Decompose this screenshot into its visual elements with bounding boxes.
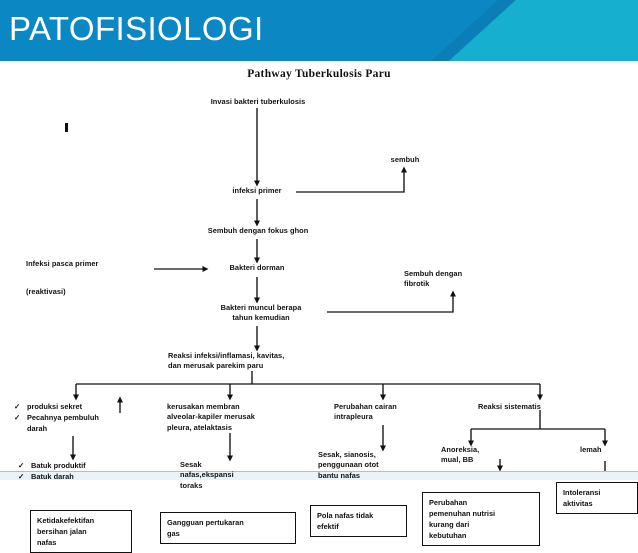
slide-header-banner: PATOFISIOLOGI bbox=[0, 0, 638, 61]
node-sesak-sianosis: Sesak, sianosis, penggunaan otot bantu n… bbox=[318, 450, 379, 480]
list-item-label: Batuk produktif bbox=[31, 461, 86, 470]
slide-bottom-strip bbox=[0, 471, 638, 480]
node-lemah: lemah bbox=[580, 445, 602, 454]
bullet-group-batuk: ✓ Batuk produktif ✓ Batuk darah bbox=[18, 460, 168, 482]
bullet-group-sekret: ✓ produksi sekret ✓ Pecahnya pembuluh da… bbox=[14, 401, 164, 434]
check-icon: ✓ bbox=[14, 402, 21, 411]
node-kerusakan-membran: kerusakan membran alveolar-kapiler merus… bbox=[167, 402, 255, 432]
connector-layer bbox=[69, 108, 609, 471]
stray-cursor-mark bbox=[65, 123, 68, 132]
node-bakteri-dorman: Bakteri dorman bbox=[229, 263, 285, 272]
node-sesak-nafas-ekspansi: Sesak nafas,ekspansi toraks bbox=[180, 460, 234, 490]
pathway-diagram: Pathway Tuberkulosis Paru bbox=[0, 61, 638, 553]
header-shape-left bbox=[0, 0, 515, 61]
page-title: PATOFISIOLOGI bbox=[9, 10, 264, 47]
box-perubahan-pemenuhan-nutrisi: Perubahan pemenuhan nutrisi kurang dari … bbox=[422, 492, 540, 546]
list-item-label: produksi sekret bbox=[27, 402, 83, 411]
diagram-title: Pathway Tuberkulosis Paru bbox=[247, 68, 391, 80]
list-item: ✓ produksi sekret bbox=[14, 401, 164, 412]
list-item-label: Batuk darah bbox=[31, 472, 74, 481]
node-bakteri-muncul: Bakteri muncul berapa tahun kemudian bbox=[220, 303, 302, 323]
node-sembuh: sembuh bbox=[390, 155, 420, 164]
node-sembuh-fokus-ghon: Sembuh dengan fokus ghon bbox=[207, 226, 309, 235]
check-icon: ✓ bbox=[14, 413, 21, 422]
list-item: ✓ Pecahnya pembuluh darah bbox=[14, 412, 164, 434]
node-reaksi-sistematis: Reaksi sistematis bbox=[478, 402, 541, 411]
node-sembuh-fibrotik: Sembuh dengan fibrotik bbox=[404, 269, 463, 289]
list-item: ✓ Batuk produktif bbox=[18, 460, 168, 471]
check-icon: ✓ bbox=[18, 461, 25, 470]
node-anoreksia: Anoreksia, mual, BB bbox=[441, 445, 480, 465]
node-reaksi-infeksi: Reaksi infeksi/inflamasi, kavitas, dan m… bbox=[168, 351, 285, 371]
list-item-label: Pecahnya pembuluh darah bbox=[27, 413, 99, 433]
check-icon: ✓ bbox=[18, 472, 25, 481]
node-perubahan-cairan: Perubahan cairan intrapleura bbox=[334, 402, 397, 422]
node-infeksi-primer: infeksi primer bbox=[232, 186, 282, 195]
box-ketidakefektifan-bersihan-jalan-nafas: Ketidakefektifan bersihan jalan nafas bbox=[30, 510, 132, 553]
node-invasi-bakteri: Invasi bakteri tuberkulosis bbox=[210, 97, 306, 106]
node-infeksi-pasca-primer: Infeksi pasca primer bbox=[26, 259, 99, 268]
box-intoleransi-aktivitas: Intoleransi aktivitas bbox=[556, 482, 638, 514]
node-reaktivasi: (reaktivasi) bbox=[26, 287, 66, 296]
list-item: ✓ Batuk darah bbox=[18, 471, 168, 482]
box-pola-nafas-tidak-efektif: Pola nafas tidak efektif bbox=[310, 505, 407, 537]
box-gangguan-pertukaran-gas: Gangguan pertukaran gas bbox=[160, 512, 296, 544]
